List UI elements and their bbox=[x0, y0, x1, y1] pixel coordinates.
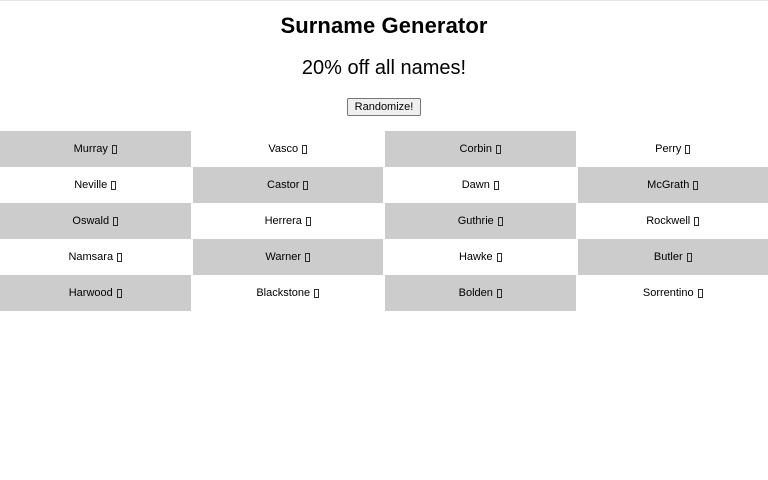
name-cell[interactable]: Hawke bbox=[385, 239, 576, 276]
missing-glyph-icon bbox=[693, 180, 699, 190]
missing-glyph-icon bbox=[111, 180, 117, 190]
name-label: Corbin bbox=[459, 143, 492, 156]
name-cell[interactable]: Butler bbox=[577, 239, 768, 276]
name-label: Sorrentino bbox=[642, 287, 694, 300]
name-label: McGrath bbox=[647, 179, 690, 192]
name-cell[interactable]: Murray bbox=[0, 131, 191, 168]
name-label: Guthrie bbox=[457, 215, 494, 228]
name-cell[interactable]: Blackstone bbox=[192, 275, 383, 312]
name-label: Bolden bbox=[458, 287, 493, 300]
missing-glyph-icon bbox=[496, 252, 502, 262]
name-cell[interactable]: McGrath bbox=[577, 167, 768, 204]
missing-glyph-icon bbox=[685, 144, 691, 154]
missing-glyph-icon bbox=[497, 216, 503, 226]
name-cell[interactable]: Herrera bbox=[192, 203, 383, 240]
missing-glyph-icon bbox=[694, 216, 700, 226]
missing-glyph-icon bbox=[495, 144, 501, 154]
button-row: Randomize! bbox=[0, 79, 768, 117]
missing-glyph-icon bbox=[314, 288, 320, 298]
name-cell[interactable]: Dawn bbox=[385, 167, 576, 204]
name-cell[interactable]: Warner bbox=[192, 239, 383, 276]
missing-glyph-icon bbox=[305, 216, 311, 226]
name-label: Rockwell bbox=[646, 215, 691, 228]
name-label: Neville bbox=[74, 179, 108, 192]
name-label: Blackstone bbox=[256, 287, 311, 300]
missing-glyph-icon bbox=[496, 288, 502, 298]
missing-glyph-icon bbox=[302, 144, 308, 154]
name-cell[interactable]: Harwood bbox=[0, 275, 191, 312]
name-cell[interactable]: Rockwell bbox=[577, 203, 768, 240]
missing-glyph-icon bbox=[116, 288, 122, 298]
missing-glyph-icon bbox=[493, 180, 499, 190]
name-label: Perry bbox=[655, 143, 682, 156]
name-cell[interactable]: Perry bbox=[577, 131, 768, 168]
missing-glyph-icon bbox=[697, 288, 703, 298]
name-label: Castor bbox=[267, 179, 300, 192]
name-label: Dawn bbox=[461, 179, 490, 192]
name-cell[interactable]: Oswald bbox=[0, 203, 191, 240]
name-cell[interactable]: Vasco bbox=[192, 131, 383, 168]
missing-glyph-icon bbox=[305, 252, 311, 262]
name-label: Oswald bbox=[72, 215, 110, 228]
missing-glyph-icon bbox=[686, 252, 692, 262]
missing-glyph-icon bbox=[111, 144, 117, 154]
name-label: Hawke bbox=[458, 251, 493, 264]
name-label: Murray bbox=[73, 143, 108, 156]
page-subtitle: 20% off all names! bbox=[301, 57, 467, 80]
randomize-button[interactable]: Randomize! bbox=[346, 98, 422, 117]
name-cell[interactable]: Bolden bbox=[385, 275, 576, 312]
name-label: Vasco bbox=[268, 143, 299, 156]
missing-glyph-icon bbox=[303, 180, 309, 190]
name-cell[interactable]: Guthrie bbox=[385, 203, 576, 240]
name-cell[interactable]: Neville bbox=[0, 167, 191, 204]
name-cell[interactable]: Sorrentino bbox=[577, 275, 768, 312]
page-title: Surname Generator bbox=[280, 13, 488, 38]
name-label: Warner bbox=[265, 251, 302, 264]
name-label: Butler bbox=[653, 251, 683, 264]
missing-glyph-icon bbox=[117, 252, 123, 262]
name-cell[interactable]: Namsara bbox=[0, 239, 191, 276]
name-cell[interactable]: Corbin bbox=[385, 131, 576, 168]
name-label: Namsara bbox=[68, 251, 114, 264]
name-label: Harwood bbox=[68, 287, 113, 300]
name-cell[interactable]: Castor bbox=[192, 167, 383, 204]
name-label: Herrera bbox=[264, 215, 302, 228]
missing-glyph-icon bbox=[113, 216, 119, 226]
